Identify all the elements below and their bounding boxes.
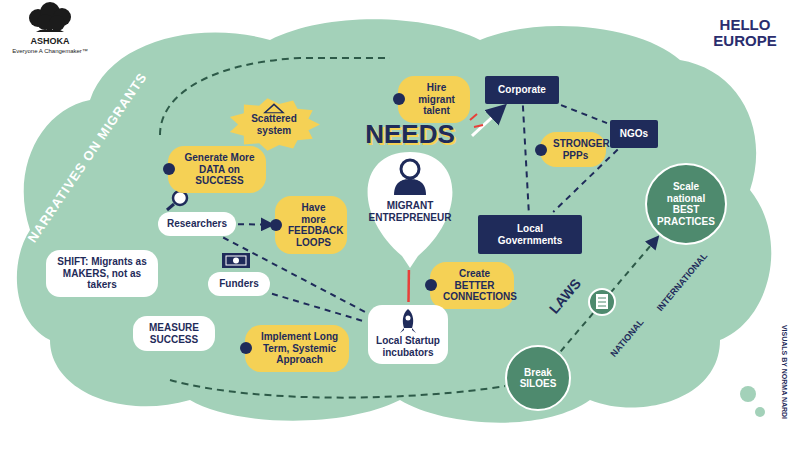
node-text: Have more FEEDBACK LOOPS	[288, 202, 339, 248]
note-blob: SHIFT: Migrants as MAKERS, not as takers	[46, 250, 158, 297]
node-text: MIGRANT ENTREPRENEUR	[350, 200, 470, 223]
connector	[407, 270, 410, 302]
node-text: Break SILOES	[513, 367, 563, 390]
node-text: SHIFT: Migrants as MAKERS, not as takers	[54, 256, 150, 291]
node-text: Generate More DATA on SUCCESS	[181, 152, 258, 187]
spark-marks	[470, 114, 483, 127]
node-text: MEASURE SUCCESS	[141, 322, 207, 345]
node-text: STRONGER PPPs	[553, 138, 598, 161]
label-text: Everyone A Changemaker™	[12, 48, 88, 54]
node-text: Implement Long Term, Systemic Approach	[258, 331, 341, 366]
person-body	[394, 179, 426, 195]
incubator-box: Local Startup incubators	[368, 305, 448, 364]
note-blob: Researchers	[158, 212, 236, 236]
burst-fill	[230, 98, 320, 150]
warning-burst: Scattered system	[228, 98, 320, 151]
rocket-body	[403, 309, 413, 328]
node-text: Funders	[216, 278, 262, 290]
connector	[561, 105, 607, 123]
node-text: Local Startup incubators	[374, 335, 442, 358]
connector	[272, 294, 365, 322]
action-blob: STRONGER PPPs	[540, 132, 606, 167]
connector	[523, 106, 529, 213]
rocket-fins	[400, 328, 416, 333]
note-blob: Funders	[208, 272, 270, 296]
actor-building: Corporate	[485, 76, 559, 104]
action-blob: Have more FEEDBACK LOOPS	[275, 196, 347, 254]
person-icon	[390, 158, 430, 196]
action-blob: Implement Long Term, Systemic Approach	[245, 325, 349, 372]
cloud-fill	[17, 19, 771, 422]
thought-bubble	[740, 386, 756, 402]
euro-bill-icon	[222, 253, 250, 268]
node-text: NGOs	[616, 128, 652, 140]
node-text: Hire migrant talent	[411, 82, 462, 117]
note-blob: MEASURE SUCCESS	[133, 316, 215, 351]
node-text: NEEDS	[350, 118, 470, 150]
action-blob: Hire migrant talent	[398, 76, 470, 123]
ashoka-tree	[29, 2, 71, 32]
rocket-window	[406, 316, 411, 321]
node-text: Scattered system	[244, 113, 304, 136]
actor-building: NGOs	[610, 120, 658, 148]
label-text: VISUALS BY NORMA NARDI	[781, 325, 788, 419]
law-scroll-icon	[589, 289, 615, 315]
needs-balloon: NEEDS MIGRANT ENTREPRENEUR	[350, 118, 470, 268]
magnifier-icon	[167, 191, 187, 210]
connector	[472, 107, 504, 136]
rocket-icon	[398, 308, 418, 334]
label-text: ASHOKA	[30, 36, 69, 46]
narrative-loop	[160, 58, 505, 398]
action-blob: Create BETTER CONNECTIONS	[430, 262, 514, 309]
node-text: Scale national BEST PRACTICES	[653, 181, 719, 227]
connector	[238, 223, 272, 225]
policy-circle: Scale national BEST PRACTICES	[645, 163, 727, 245]
action-blob: Generate More DATA on SUCCESS	[168, 146, 266, 193]
node-text: Local Governments	[484, 223, 576, 246]
warning-triangle	[265, 104, 283, 112]
node-text: Create BETTER CONNECTIONS	[443, 268, 506, 303]
actor-building: Local Governments	[478, 215, 582, 254]
policy-circle: Break SILOES	[505, 345, 571, 411]
label-text: HELLO EUROPE	[705, 17, 785, 49]
node-text: Corporate	[491, 84, 553, 96]
person-head	[401, 160, 419, 178]
thought-bubble	[755, 407, 765, 417]
node-text: Researchers	[166, 218, 228, 230]
